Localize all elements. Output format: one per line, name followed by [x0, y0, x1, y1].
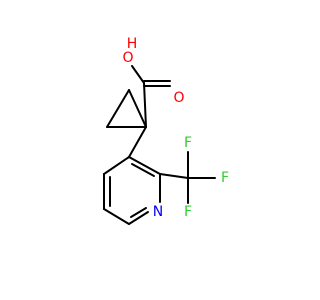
- atom-label-nitrogen: N: [153, 204, 163, 220]
- canvas-background: [0, 0, 300, 300]
- bond-c-oh: [131, 65, 145, 84]
- bond-ring-cf3: [159, 173, 189, 179]
- atom-label-hydrogen: H: [127, 36, 138, 52]
- ring-bond: [103, 208, 130, 225]
- ring-double-bond-inner: [130, 207, 147, 218]
- ring-bond: [103, 156, 130, 175]
- ring-bond: [128, 89, 147, 128]
- ring-bond: [128, 156, 161, 175]
- ring-bond: [106, 89, 130, 128]
- atom-label-fluorine-top: F: [184, 135, 192, 151]
- bond-cyclopropyl-pyridine: [128, 126, 147, 158]
- pyridine-ring: [103, 126, 161, 225]
- ring-bond-to-n: [128, 211, 149, 225]
- ring-double-bond-inner: [131, 163, 155, 177]
- carboxylic-acid-group: [131, 65, 171, 128]
- trifluoromethyl-group: [159, 151, 216, 204]
- molecule-structure: H O O N F F F: [0, 0, 300, 300]
- bond-c-cooh: [143, 82, 147, 128]
- cyclopropane-ring: [106, 89, 147, 128]
- atom-label-fluorine-bottom: F: [184, 204, 192, 220]
- atom-label-oxygen-carbonyl: O: [173, 90, 184, 106]
- atom-label-oxygen-hydroxyl: O: [122, 50, 133, 66]
- atom-label-fluorine-right: F: [221, 170, 229, 186]
